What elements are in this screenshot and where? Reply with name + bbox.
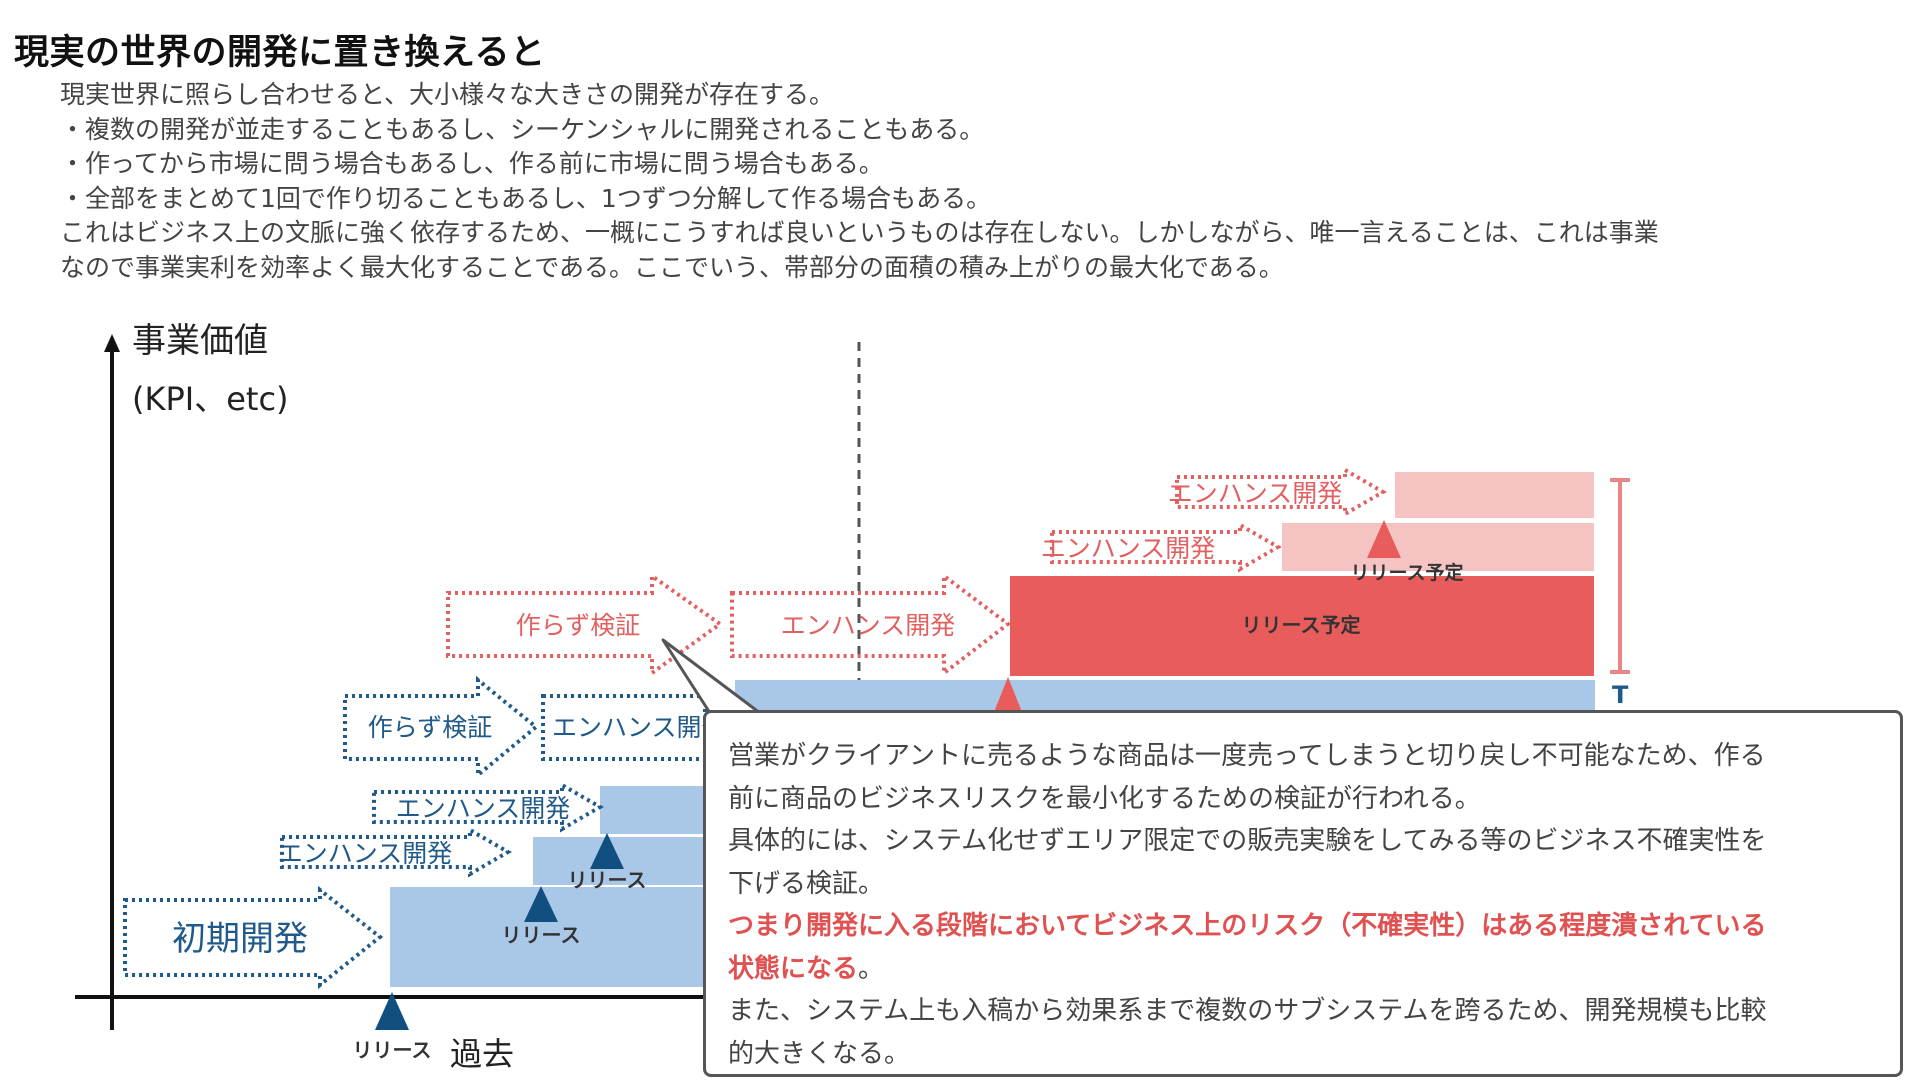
- explanation-callout: 営業がクライアントに売るような商品は一度売ってしまうと切り戻し不可能なため、作る…: [703, 710, 1903, 1077]
- arrow-enhance-red-2: [1050, 521, 1282, 573]
- intro-line: なので事業実利を効率よく最大化することである。ここでいう、帯部分の面積の積み上が…: [60, 252, 1284, 282]
- callout-line: 前に商品のビジネスリスクを最小化するための検証が行われる。: [728, 783, 1481, 814]
- intro-line: 現実世界に照らし合わせると、大小様々な大きさの開発が存在する。: [60, 80, 835, 109]
- arrow-enhance-3-label: エンハンス開発: [552, 713, 727, 742]
- callout-line: 営業がクライアントに売るような商品は一度売ってしまうと切り戻し不可能なため、作る: [728, 741, 1766, 771]
- callout-pointer: [661, 638, 762, 715]
- callout-highlight: つまり開発に入る段階においてビジネス上のリスク（不確実性）はある程度潰されている: [728, 911, 1767, 941]
- planned-band-small-1: [1282, 523, 1594, 571]
- planned-marker-small: [1367, 520, 1401, 558]
- release-label-2: リリース: [502, 923, 581, 947]
- arrow-enhance-red-2-label: エンハンス開発: [1041, 534, 1216, 563]
- callout-line: 的大きくなる。: [728, 1038, 911, 1069]
- callout-highlight-line: 状態になる。: [728, 948, 1874, 991]
- arrow-enhance-1-label: エンハンス開発: [278, 839, 453, 868]
- arrow-initial-label: 初期開発: [172, 919, 308, 959]
- arrow-enhance-1: [280, 826, 512, 878]
- arrow-verify-red-label: 作らず検証: [516, 611, 641, 640]
- arrow-verify-blue: [343, 675, 540, 780]
- callout-line: 具体的には、システム化せずエリア限定での販売実験をしてみる等のビジネス不確実性を: [728, 826, 1767, 856]
- arrow-enhance-2-label: エンハンス開発: [396, 794, 571, 823]
- arrow-enhance-red-1: [730, 572, 1012, 678]
- callout-line: 下げる検証。: [728, 868, 885, 899]
- release-marker-3: [590, 833, 624, 869]
- intro-line: ・作ってから市場に問う場合もあるし、作る前に市場に問う場合もある。: [60, 149, 884, 178]
- callout-line: また、システム上も入稿から効果系まで複数のサブシステムを跨るため、開発規模も比較: [728, 996, 1767, 1026]
- release-marker-2: [524, 886, 558, 922]
- planned-label-main: リリース予定: [1242, 613, 1361, 637]
- release-label-1: リリース: [353, 1038, 432, 1062]
- x-axis-label: 過去: [450, 1035, 514, 1073]
- y-axis-label: 事業価値: [132, 321, 268, 361]
- arrow-enhance-2: [372, 781, 604, 833]
- arrow-verify-blue-label: 作らず検証: [368, 713, 493, 742]
- release-label-3: リリース: [568, 868, 647, 892]
- arrow-enhance-red-3: [1175, 466, 1387, 518]
- y-axis-unit-label: (KPI、etc): [132, 380, 289, 418]
- callout-highlight-end: 状態になる: [728, 953, 859, 984]
- intro-text: 現実世界に照らし合わせると、大小様々な大きさの開発が存在する。 ・複数の開発が並…: [60, 78, 1880, 285]
- arrow-verify-red: [446, 572, 724, 677]
- slide-title: 現実の世界の開発に置き換えると: [14, 33, 546, 73]
- planned-label-small: リリース予定: [1350, 561, 1463, 584]
- arrow-enhance-red-3-label: エンハンス開発: [1168, 479, 1343, 508]
- planned-marker-main: [994, 677, 1022, 712]
- bracket-blue: T: [1612, 681, 1629, 709]
- planned-band-small-2: [1395, 472, 1594, 518]
- intro-line: ・全部をまとめて1回で作り切ることもあるし、1つずつ分解して作る場合もある。: [60, 183, 992, 213]
- intro-line: これはビジネス上の文脈に強く依存するため、一概にこうすれば良いというものは存在し…: [60, 218, 1659, 247]
- value-band-enhance-2: [600, 786, 706, 834]
- value-band-current: [735, 680, 1595, 712]
- callout-period: 。: [858, 953, 885, 984]
- planned-band-main: [1010, 576, 1594, 676]
- arrow-initial: [123, 885, 384, 990]
- release-marker-1: [375, 992, 409, 1030]
- arrow-enhance-red-1-label: エンハンス開発: [781, 611, 956, 640]
- intro-line: ・複数の開発が並走することもあるし、シーケンシャルに開発されることもある。: [60, 114, 985, 144]
- y-axis-arrowhead: [104, 334, 120, 352]
